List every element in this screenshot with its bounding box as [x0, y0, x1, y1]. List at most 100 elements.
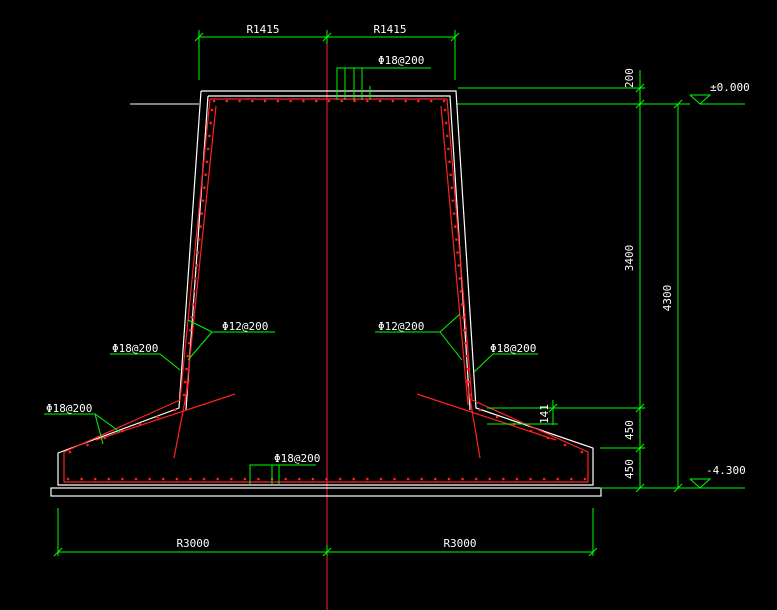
- rebar-right-anchor: [466, 379, 481, 459]
- rebar-dot: [225, 99, 229, 103]
- rebar-dot: [417, 99, 420, 103]
- rebar-dot: [420, 477, 424, 481]
- dim-top-slab: 200: [623, 68, 636, 88]
- rebar-dot: [542, 477, 546, 481]
- rebar-dot: [121, 429, 124, 433]
- rebar-dot: [447, 477, 451, 481]
- rebar-dot: [238, 99, 241, 103]
- rebar-dot: [338, 477, 342, 481]
- rebar-dot: [201, 199, 205, 202]
- label-left-wall-inner: Φ12@200: [222, 320, 268, 333]
- rebar-dot: [478, 408, 482, 412]
- dim-haunch: 450: [623, 420, 636, 440]
- rebar-dot: [199, 225, 202, 228]
- rebar-dot: [448, 160, 451, 164]
- rebar-dot: [107, 477, 111, 481]
- rebar-dot: [429, 99, 433, 103]
- rebar-dot: [457, 264, 460, 267]
- rebar-dot: [66, 477, 70, 481]
- rebar-dot: [196, 251, 200, 254]
- rebar-dot: [340, 99, 344, 103]
- rebar-dot: [156, 415, 159, 419]
- rebar-dot: [546, 436, 550, 440]
- rebar-dot: [68, 450, 72, 454]
- dim-bottom-radius-right: R3000: [443, 537, 476, 550]
- rebar-dot: [474, 477, 478, 481]
- rebar-dot: [297, 477, 301, 481]
- rebar-dots: [66, 99, 587, 481]
- rebar-dot: [251, 99, 254, 103]
- rebar-dot: [185, 367, 188, 371]
- rebar-dot: [515, 477, 519, 481]
- dim-shaft-height: 3400: [623, 245, 636, 272]
- dimension-lines: [44, 30, 745, 557]
- rebar-dot: [284, 477, 287, 481]
- elevation-marker-top: [689, 94, 712, 105]
- rebar-haunch-right: [416, 393, 557, 441]
- label-right-wall-outer: Φ18@200: [490, 342, 536, 355]
- rebar-dot: [502, 477, 505, 481]
- rebar-dot: [442, 99, 446, 103]
- rebar-dot: [445, 134, 449, 138]
- rebar-dot: [161, 477, 165, 481]
- rebar-dot: [449, 173, 452, 177]
- rebar-dot: [325, 477, 328, 481]
- dim-total-height: 4300: [661, 285, 674, 312]
- rebar-dot: [461, 477, 464, 481]
- dim-step: 141: [538, 404, 551, 424]
- rebar-dot: [570, 477, 573, 481]
- rebar-left-outer: [63, 98, 589, 483]
- rebar-dot: [195, 264, 199, 267]
- rebar-dot: [210, 108, 214, 112]
- rebar-dot: [216, 477, 219, 481]
- rebar-dot: [461, 315, 465, 319]
- rebar-dot: [529, 429, 533, 433]
- rebar-dot: [406, 477, 410, 481]
- dim-top-radius-right: R1415: [373, 23, 406, 36]
- rebar-dot: [459, 290, 463, 293]
- rebar-dot: [302, 99, 305, 103]
- rebar-dot: [93, 477, 97, 481]
- rebar-dot: [80, 477, 83, 481]
- rebar-dot: [103, 436, 107, 440]
- rebar-dot: [464, 341, 467, 345]
- rebar-dot: [206, 147, 210, 151]
- dim-top-radius-left: R1415: [246, 23, 279, 36]
- rebar-dot: [391, 99, 395, 103]
- rebar-dot: [191, 303, 195, 306]
- rebar-dot: [583, 477, 587, 481]
- rebar-dot: [200, 212, 204, 215]
- elevation-top: ±0.000: [710, 81, 750, 94]
- rebar-dot: [465, 354, 468, 358]
- rebar-dot: [327, 99, 331, 103]
- rebar-dot: [190, 315, 193, 319]
- rebar-dot: [194, 277, 197, 280]
- rebar-dot: [289, 99, 292, 103]
- rebar-dot: [187, 341, 191, 345]
- base-pad: [50, 487, 602, 497]
- rebar-dot: [197, 238, 201, 241]
- rebar-dot: [173, 408, 177, 412]
- rebar-dot: [229, 477, 233, 481]
- rebar-right-inner: [440, 105, 469, 406]
- rebar-dot: [434, 477, 437, 481]
- rebar-dot: [257, 477, 260, 481]
- rebar-dot: [209, 121, 213, 125]
- rebar-dot: [182, 393, 186, 397]
- rebar-dot: [189, 328, 192, 332]
- rebar-dot: [276, 99, 280, 103]
- rebar-dot: [444, 121, 448, 125]
- rebar-dot: [148, 477, 151, 481]
- rebar-dot: [455, 238, 458, 241]
- rebar-dot: [203, 186, 206, 190]
- rebar-dot: [314, 99, 318, 103]
- rebar-dot: [366, 477, 369, 481]
- concrete-outline: [50, 90, 602, 497]
- rebar-dot: [189, 477, 192, 481]
- rebar-dot: [378, 99, 382, 103]
- rebar-dot: [311, 477, 315, 481]
- rebar-dot: [134, 477, 138, 481]
- rebar-dot: [353, 99, 356, 103]
- rebar-dot: [263, 99, 267, 103]
